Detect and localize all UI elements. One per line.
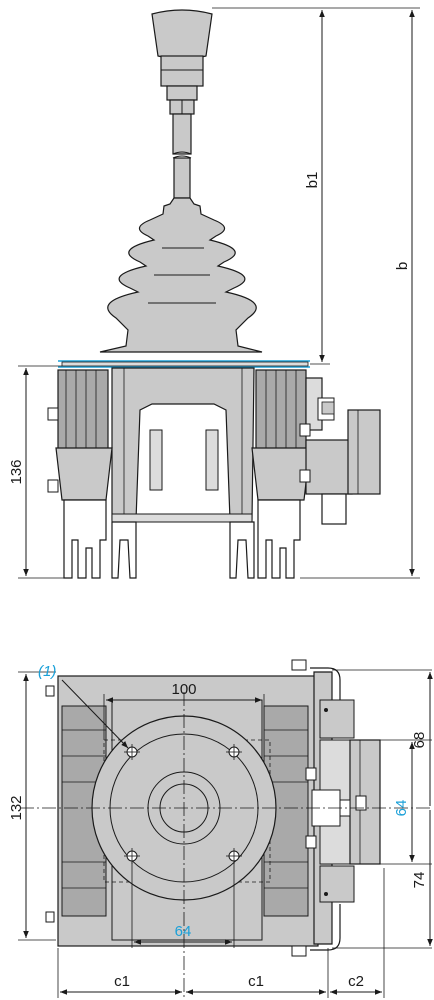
dim-c1-right-label: c1 xyxy=(248,973,264,990)
joystick-body-side xyxy=(47,367,381,579)
top-view: (1) 100 132 64 64 68 74 c1 c1 c2 xyxy=(8,659,433,998)
dim-c2-label: c2 xyxy=(348,973,364,990)
dim-100-label: 100 xyxy=(171,681,196,698)
joystick-body-top xyxy=(45,659,319,957)
center-lines xyxy=(20,692,432,998)
dim-68-label: 68 xyxy=(411,732,428,749)
connector-assembly-top xyxy=(305,667,381,951)
dim-b-label: b xyxy=(394,262,411,270)
shaft xyxy=(172,113,192,199)
dim-64-bottom-label: 64 xyxy=(175,923,192,940)
dim-c1-left-label: c1 xyxy=(114,973,130,990)
handle-knob xyxy=(151,9,213,115)
dimension-lines-side xyxy=(18,7,420,579)
dim-64-right-label: 64 xyxy=(393,800,410,817)
dim-74-label: 74 xyxy=(411,872,428,889)
dim-132-label: 132 xyxy=(8,795,25,820)
dim-b1-label: b1 xyxy=(304,172,321,189)
side-view: b1 b 136 xyxy=(8,7,420,579)
note-1-label: (1) xyxy=(38,663,56,680)
dimension-lines-top xyxy=(18,669,433,998)
dim-136-label: 136 xyxy=(8,459,25,484)
mounting-holes xyxy=(124,744,242,864)
